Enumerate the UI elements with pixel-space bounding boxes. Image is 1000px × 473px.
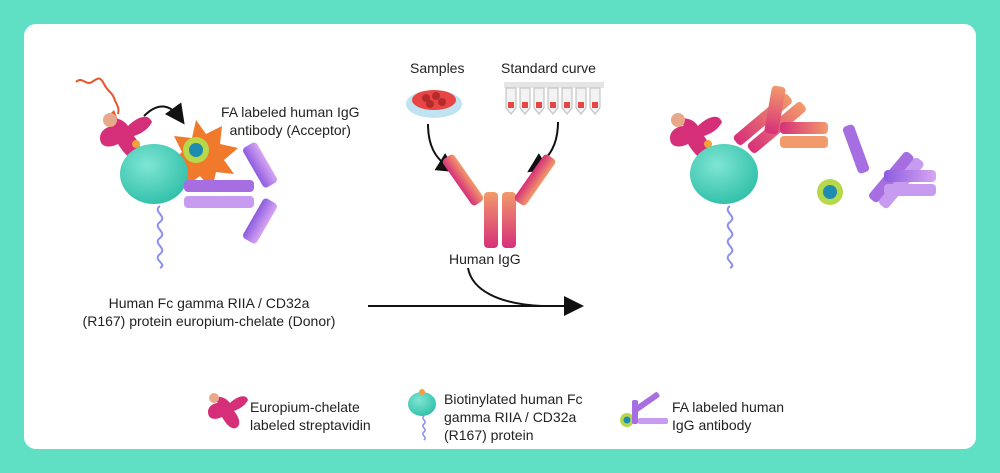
tube-strip-icon: [504, 82, 604, 115]
assay-illustration: [75, 77, 936, 441]
legend-europium-icon: [208, 393, 248, 429]
human-igg-icon: [442, 154, 556, 248]
legend-receptor-icon: [408, 389, 436, 441]
legend-biotinylated-line1: Biotinylated human Fc: [444, 391, 583, 407]
legend-biotinylated-text: Biotinylated human Fc gamma RIIA / CD32a…: [444, 390, 583, 444]
legend-europium-text: Europium-chelate labeled streptavidin: [250, 398, 371, 434]
standard-curve-label: Standard curve: [501, 60, 596, 76]
human-igg-label: Human IgG: [449, 251, 521, 267]
receptor-protein-icon: [120, 144, 188, 269]
legend-fa-antibody-line2: IgG antibody: [672, 417, 752, 433]
legend-biotinylated-line3: (R167) protein: [444, 427, 534, 443]
diagram-panel: FA labeled human IgG antibody (Acceptor)…: [24, 24, 976, 449]
legend-biotinylated-line2: gamma RIIA / CD32a: [444, 409, 577, 425]
donor-label-line1: Human Fc gamma RIIA / CD32a: [108, 295, 310, 311]
donor-label: Human Fc gamma RIIA / CD32a (R167) prote…: [56, 294, 362, 330]
legend-fa-antibody-text: FA labeled human IgG antibody: [672, 398, 784, 434]
transfer-arrow: [143, 102, 185, 125]
reaction-arrow: [368, 267, 584, 316]
legend-fa-antibody-line1: FA labeled human: [672, 399, 785, 415]
receptor-protein-right: [690, 144, 758, 269]
petri-dish-icon: [406, 90, 462, 118]
fa-antibody-free: [817, 124, 936, 209]
donor-label-line2: (R167) protein europium-chelate (Donor): [82, 313, 336, 329]
legend-europium-line2: labeled streptavidin: [250, 417, 371, 433]
emission-burst-icon: [168, 120, 238, 190]
fa-antibody-left: [184, 142, 277, 244]
acceptor-label: FA labeled human IgG antibody (Acceptor): [221, 103, 360, 139]
legend-fa-antibody-icon: [620, 392, 668, 427]
acceptor-label-line1: FA labeled human IgG: [221, 104, 360, 120]
acceptor-label-line2: antibody (Acceptor): [229, 122, 351, 138]
legend-europium-line1: Europium-chelate: [250, 399, 360, 415]
human-igg-bound: [733, 85, 828, 153]
samples-label: Samples: [410, 60, 465, 76]
